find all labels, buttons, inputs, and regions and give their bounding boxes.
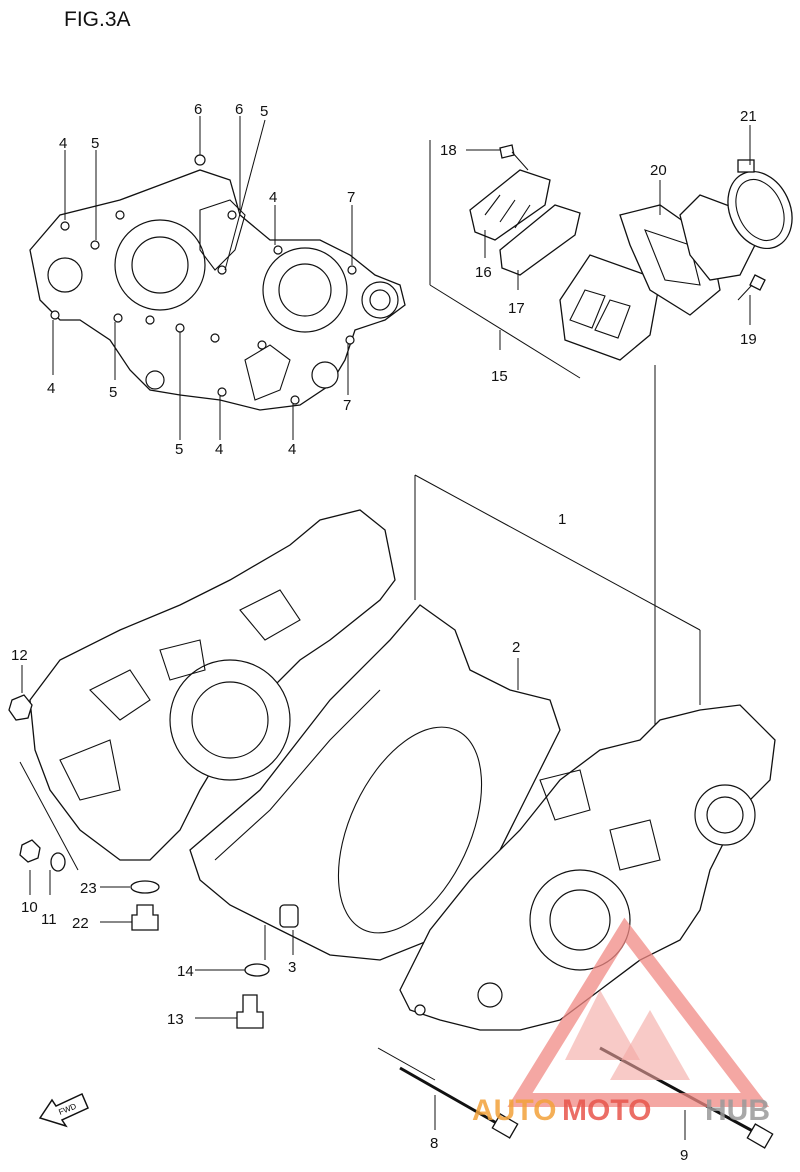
leader-lines-main bbox=[19, 474, 701, 1140]
callout-9: 9 bbox=[680, 1147, 688, 1164]
callout-4b: 4 bbox=[269, 189, 277, 206]
callout-16: 16 bbox=[475, 264, 492, 281]
callout-17: 17 bbox=[508, 300, 525, 317]
callout-4a: 4 bbox=[59, 135, 67, 152]
callout-7b: 7 bbox=[343, 397, 351, 414]
callout-11: 11 bbox=[41, 911, 57, 928]
callout-22: 22 bbox=[72, 915, 89, 932]
watermark-moto: MOTO bbox=[562, 1094, 651, 1127]
watermark-logo: AUTO MOTO HUB bbox=[472, 917, 770, 1127]
callout-5b: 5 bbox=[91, 135, 99, 152]
callout-14: 14 bbox=[177, 963, 194, 980]
callout-4d: 4 bbox=[215, 441, 223, 458]
callout-10: 10 bbox=[21, 899, 38, 916]
reed-valve-assembly bbox=[469, 144, 793, 361]
callout-18: 18 bbox=[440, 142, 457, 159]
callout-21: 21 bbox=[740, 108, 757, 125]
callout-12: 12 bbox=[11, 647, 28, 664]
callout-4c: 4 bbox=[47, 380, 55, 397]
callout-13: 13 bbox=[167, 1011, 184, 1028]
callout-6a: 6 bbox=[194, 101, 202, 118]
callout-1: 1 bbox=[558, 511, 566, 528]
callout-4e: 4 bbox=[288, 441, 296, 458]
callout-20: 20 bbox=[650, 162, 667, 179]
leader-lines-top-left bbox=[52, 116, 353, 440]
figure-title: FIG.3A bbox=[64, 8, 131, 31]
callout-2: 2 bbox=[512, 639, 520, 656]
fwd-arrow-icon: FWD bbox=[38, 1092, 89, 1128]
callout-6b: 6 bbox=[235, 101, 243, 118]
callout-8: 8 bbox=[430, 1135, 438, 1152]
callout-3: 3 bbox=[288, 959, 296, 976]
watermark-hub: HUB bbox=[705, 1094, 770, 1127]
callout-23: 23 bbox=[80, 880, 97, 897]
leader-lines-top-right bbox=[429, 125, 751, 770]
callout-15: 15 bbox=[491, 368, 508, 385]
callout-5c: 5 bbox=[109, 384, 117, 401]
crankcase-inner-view bbox=[29, 154, 406, 411]
callout-19: 19 bbox=[740, 331, 757, 348]
watermark-auto: AUTO bbox=[472, 1094, 556, 1127]
crankcase-main bbox=[8, 509, 776, 1149]
callout-labels: 6 6 5 4 5 4 7 4 5 7 5 4 4 18 21 20 16 17… bbox=[11, 101, 757, 1164]
callout-5a: 5 bbox=[260, 103, 268, 120]
callout-7a: 7 bbox=[347, 189, 355, 206]
callout-5d: 5 bbox=[175, 441, 183, 458]
